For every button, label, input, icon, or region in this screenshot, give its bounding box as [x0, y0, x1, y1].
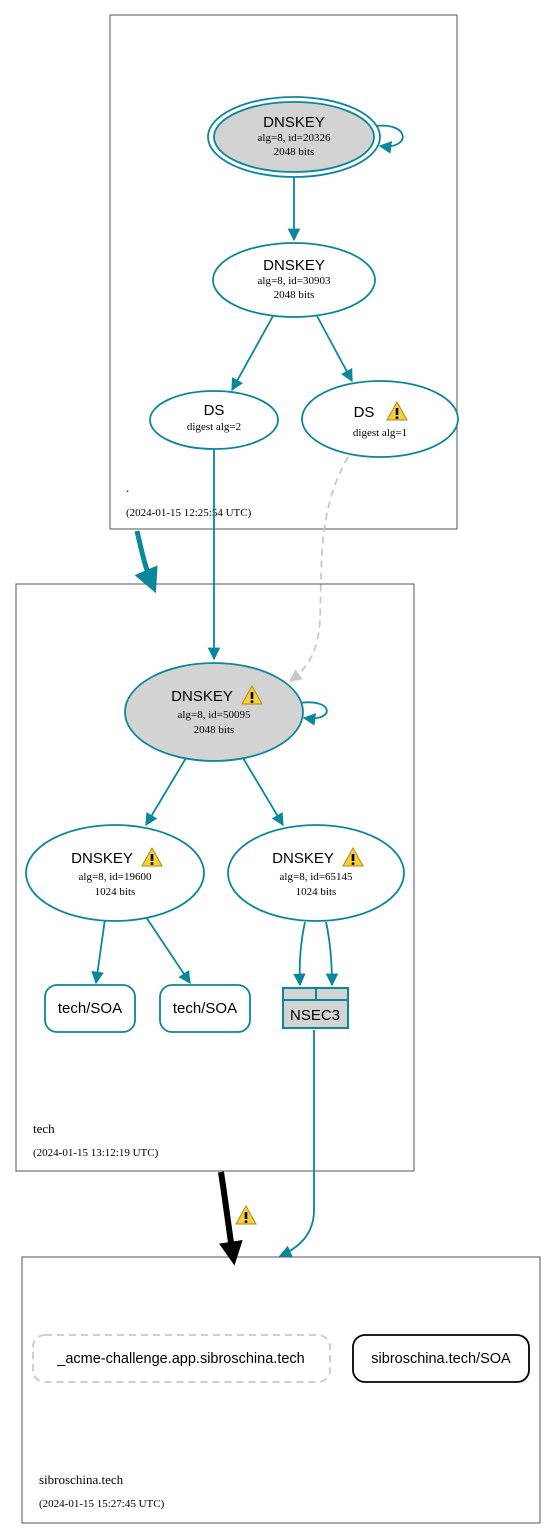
edge-root-zsk-ds2	[231, 315, 274, 392]
edge-tech-ksk-zsk2	[242, 757, 284, 827]
edge-root-tech-delegation	[134, 530, 158, 594]
node-tech-zsk1-line1: alg=8, id=19600	[79, 871, 152, 883]
node-root-zsk-line1: alg=8, id=30903	[258, 275, 331, 287]
node-root-ksk-line1: alg=8, id=20326	[258, 132, 331, 144]
edge-zsk2-nsec3-a	[293, 921, 306, 987]
node-root-zsk-title: DNSKEY	[263, 257, 325, 274]
edge-tech-sibroschina-delegation	[218, 1171, 243, 1266]
node-tech-soa-2-label: tech/SOA	[173, 1000, 237, 1017]
node-tech-ksk-line1: alg=8, id=50095	[178, 709, 251, 721]
node-tech-soa-1-label: tech/SOA	[58, 1000, 122, 1017]
edge-nsec3-sibroschina	[278, 1030, 315, 1258]
node-root-ksk-line2: 2048 bits	[274, 146, 315, 158]
node-tech-zsk2-line2: 1024 bits	[296, 886, 337, 898]
node-tech-ksk-line2: 2048 bits	[194, 724, 235, 736]
zone-tech-timestamp: (2024-01-15 13:12:19 UTC)	[33, 1147, 159, 1159]
node-acme-challenge-label: _acme-challenge.app.sibroschina.tech	[56, 1351, 304, 1367]
node-tech-ksk[interactable]: DNSKEY alg=8, id=50095 2048 bits	[124, 662, 304, 762]
zone-root-box	[109, 14, 458, 530]
node-ds-digest1-title: DS	[354, 404, 375, 421]
node-acme-challenge[interactable]: _acme-challenge.app.sibroschina.tech	[32, 1334, 331, 1383]
node-root-zsk[interactable]: DNSKEY alg=8, id=30903 2048 bits	[212, 242, 376, 318]
node-tech-zsk1[interactable]: DNSKEY alg=8, id=19600 1024 bits	[25, 824, 205, 922]
node-nsec3-label: NSEC3	[290, 1007, 340, 1024]
node-ds-digest2[interactable]: DS digest alg=2	[149, 390, 279, 450]
zone-root-timestamp: (2024-01-15 12:25:54 UTC)	[126, 507, 252, 519]
zone-sibroschina-name: sibroschina.tech	[39, 1472, 124, 1487]
node-ds-digest2-title: DS	[204, 402, 225, 419]
node-tech-ksk-title: DNSKEY	[171, 688, 233, 705]
node-ds-digest1-line1: digest alg=1	[353, 427, 407, 439]
edge-tech-ksk-self	[299, 701, 328, 726]
node-tech-zsk2-line1: alg=8, id=65145	[280, 871, 353, 883]
zone-tech-name: tech	[33, 1121, 55, 1136]
node-tech-soa-2[interactable]: tech/SOA	[159, 984, 251, 1033]
node-tech-zsk2[interactable]: DNSKEY alg=8, id=65145 1024 bits	[227, 824, 405, 922]
zone-sibroschina-timestamp: (2024-01-15 15:27:45 UTC)	[39, 1498, 165, 1510]
node-tech-soa-1[interactable]: tech/SOA	[44, 984, 136, 1033]
edge-tech-ksk-zsk1	[145, 757, 187, 827]
zone-root-name: .	[126, 480, 129, 495]
edge-ds1-tech-ksk	[288, 456, 349, 682]
node-root-zsk-line2: 2048 bits	[274, 289, 315, 301]
zone-tech-box	[15, 583, 415, 1172]
node-tech-zsk1-line2: 1024 bits	[95, 886, 136, 898]
delegation-warning-icon	[235, 1205, 257, 1225]
node-tech-zsk1-title: DNSKEY	[71, 850, 133, 867]
edge-zsk1-soa2	[145, 916, 191, 985]
node-nsec3[interactable]: NSEC3	[282, 987, 349, 1029]
node-tech-zsk2-title: DNSKEY	[272, 850, 334, 867]
edge-root-ksk-self	[375, 124, 404, 154]
node-ds-digest1[interactable]: DS digest alg=1	[301, 380, 459, 458]
edge-root-zsk-ds1	[316, 315, 353, 383]
node-root-ksk-title: DNSKEY	[263, 114, 325, 131]
edge-zsk1-soa1	[91, 918, 106, 985]
node-ds-digest2-line1: digest alg=2	[187, 421, 241, 433]
node-root-ksk[interactable]: DNSKEY alg=8, id=20326 2048 bits	[207, 96, 381, 178]
edge-zsk2-nsec3-b	[325, 921, 339, 987]
node-sibroschina-soa-label: sibroschina.tech/SOA	[371, 1351, 511, 1367]
node-sibroschina-soa[interactable]: sibroschina.tech/SOA	[352, 1334, 530, 1383]
